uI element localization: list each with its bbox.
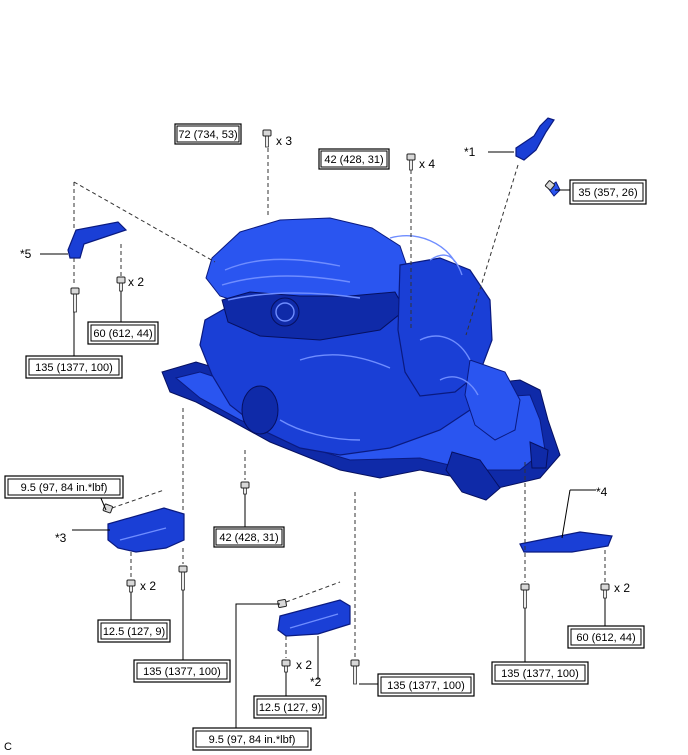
torque-value: 135 (1377, 100) (501, 668, 579, 680)
torque-box-135-left: 135 (1377, 100) (25, 355, 123, 379)
torque-box-60-right: 60 (612, 44) (567, 625, 645, 649)
torque-box-125-left: 12.5 (127, 9) (97, 619, 171, 643)
callout-star5: *5 (20, 247, 32, 261)
torque-box-42-mid: 42 (428, 31) (213, 526, 285, 548)
torque-value: 9.5 (97, 84 in.*lbf) (209, 734, 296, 746)
callout-star3: *3 (55, 531, 67, 545)
torque-value: 60 (612, 44) (576, 632, 635, 644)
bracket-star5 (67, 221, 128, 259)
torque-value: 12.5 (127, 9) (103, 626, 165, 638)
torque-box-135-bl: 135 (1377, 100) (133, 659, 231, 683)
torque-box-135-right: 135 (1377, 100) (491, 661, 589, 685)
torque-box-42-top: 42 (428, 31) (318, 148, 390, 170)
torque-value: 60 (612, 44) (93, 328, 152, 340)
torque-box-60-left: 60 (612, 44) (87, 321, 159, 345)
leader-lines (40, 151, 606, 730)
torque-box-35: 35 (357, 26) (569, 179, 647, 205)
count-x3: x 3 (276, 134, 292, 148)
torque-box-95-bottom: 9.5 (97, 84 in.*lbf) (192, 727, 312, 751)
count-x2-bl: x 2 (140, 579, 156, 593)
torque-value: 72 (734, 53) (178, 129, 237, 141)
count-x2-center: x 2 (296, 658, 312, 672)
torque-value: 135 (1377, 100) (35, 362, 113, 374)
torque-value: 12.5 (127, 9) (259, 702, 321, 714)
torque-value: 42 (428, 31) (324, 154, 383, 166)
bracket-star4 (519, 531, 613, 553)
torque-value: 9.5 (97, 84 in.*lbf) (21, 482, 108, 494)
bracket-star2 (277, 599, 351, 637)
count-x2-left: x 2 (128, 275, 144, 289)
torque-box-72: 72 (734, 53) (174, 123, 242, 145)
torque-value: 135 (1377, 100) (387, 680, 465, 692)
engine-assembly (161, 217, 561, 501)
torque-box-95-left: 9.5 (97, 84 in.*lbf) (4, 475, 124, 499)
count-x4: x 4 (419, 157, 435, 171)
bolt-icons (70, 129, 610, 685)
torque-box-135-center: 135 (1377, 100) (377, 673, 475, 697)
callout-star1: *1 (464, 145, 476, 159)
callout-star2: *2 (310, 675, 322, 689)
count-x2-right: x 2 (614, 581, 630, 595)
torque-value: 135 (1377, 100) (143, 666, 221, 678)
projection-lines (73, 148, 606, 658)
figure-letter: C (4, 741, 12, 753)
callout-star4: *4 (596, 485, 608, 499)
torque-value: 42 (428, 31) (219, 532, 278, 544)
bracket-star3 (107, 507, 185, 553)
torque-box-125-center: 12.5 (127, 9) (253, 695, 327, 719)
torque-value: 35 (357, 26) (578, 187, 637, 199)
